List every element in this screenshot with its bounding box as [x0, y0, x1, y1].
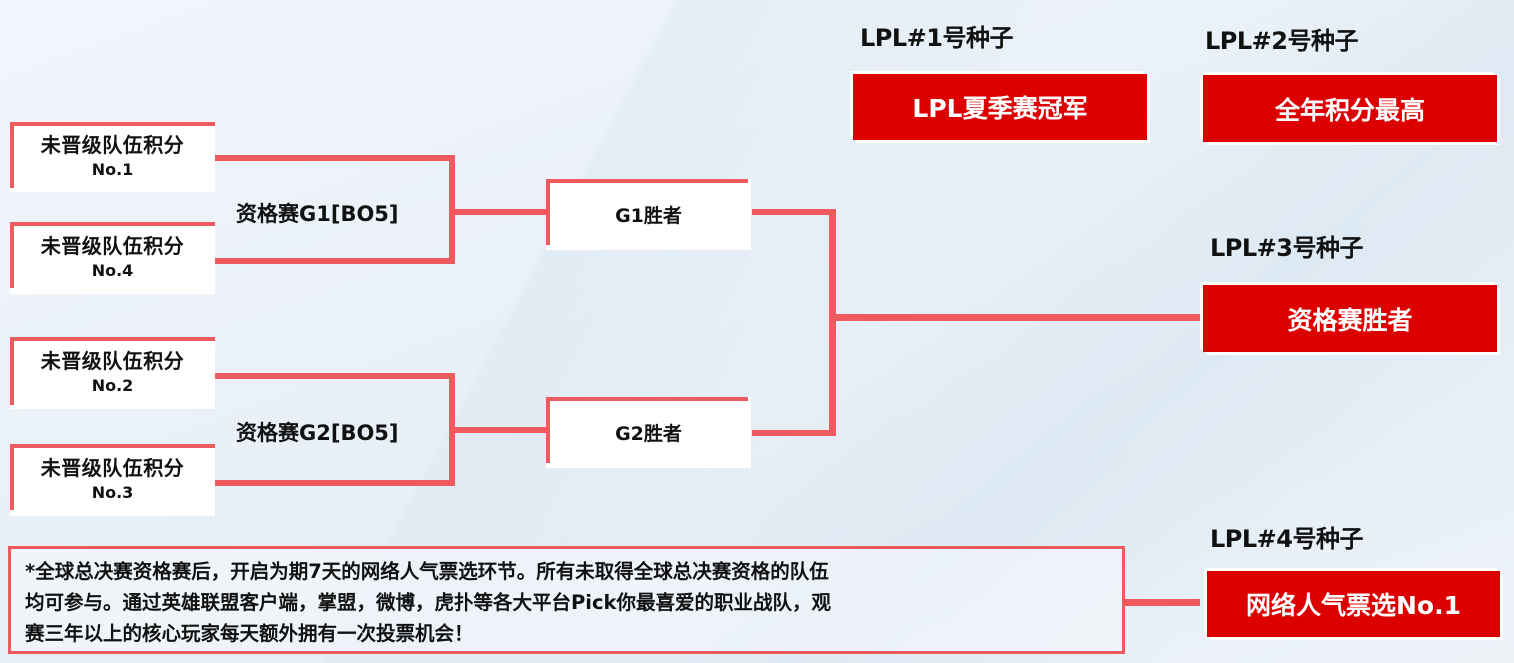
winner-label: G2胜者: [615, 423, 682, 445]
voting-note: *全球总决赛资格赛后，开启为期7天的网络人气票选环节。所有未取得全球总决赛资格的…: [8, 546, 1125, 654]
bracket-line-g2-top: [215, 373, 455, 379]
bracket-line-g2-vertical: [449, 373, 455, 486]
team-rank: No.3: [91, 483, 134, 502]
team-slot-no3: 未晋级队伍积分 No.3: [10, 444, 215, 516]
seed-box-4: 网络人气票选No.1: [1207, 571, 1500, 637]
bracket-line-final-vertical: [829, 209, 836, 436]
match-label-g2: 资格赛G2[BO5]: [236, 421, 399, 445]
bracket-line-g1-vertical: [449, 155, 455, 264]
team-name: 未晋级队伍积分: [40, 456, 185, 480]
seed-title-3: LPL#3号种子: [1210, 234, 1363, 262]
team-name: 未晋级队伍积分: [40, 234, 185, 258]
seed-criterion: 资格赛胜者: [1287, 305, 1413, 335]
bracket-line-g2-bottom: [215, 480, 455, 486]
team-name: 未晋级队伍积分: [40, 349, 185, 373]
seed-title-1: LPL#1号种子: [860, 24, 1013, 52]
box-left-border: [546, 397, 550, 463]
match-label-g1: 资格赛G1[BO5]: [236, 202, 399, 226]
box-left-border: [546, 179, 550, 245]
box-top-border: [546, 179, 748, 183]
box-top-border: [10, 122, 215, 126]
box-top-border: [10, 337, 215, 341]
seed-box-2: 全年积分最高: [1203, 75, 1497, 142]
note-line-2: 均可参与。通过英雄联盟客户端，掌盟，微博，虎扑等各大平台Pick你最喜爱的职业战…: [25, 591, 832, 614]
seed-box-3: 资格赛胜者: [1203, 285, 1497, 352]
winner-label: G1胜者: [615, 205, 682, 227]
winner-slot-g1: G1胜者: [546, 179, 751, 250]
seed-criterion: 网络人气票选No.1: [1246, 591, 1461, 620]
box-left-border: [10, 222, 14, 288]
seed-criterion: LPL夏季赛冠军: [912, 94, 1088, 123]
bracket-line-final-bottom: [752, 430, 836, 436]
box-top-border: [10, 444, 215, 448]
seed-criterion: 全年积分最高: [1274, 95, 1425, 125]
team-slot-no4: 未晋级队伍积分 No.4: [10, 222, 215, 294]
bracket-line-final-top: [752, 209, 836, 215]
team-name: 未晋级队伍积分: [40, 133, 185, 157]
note-line-3: 赛三年以上的核心玩家每天额外拥有一次投票机会！: [25, 622, 474, 645]
bracket-line-g1-top: [215, 155, 455, 161]
note-line-1: *全球总决赛资格赛后，开启为期7天的网络人气票选环节。所有未取得全球总决赛资格的…: [25, 560, 829, 583]
team-slot-no2: 未晋级队伍积分 No.2: [10, 337, 215, 409]
team-rank: No.1: [91, 160, 134, 179]
box-top-border: [10, 222, 215, 226]
team-rank: No.4: [91, 261, 134, 280]
team-rank: No.2: [91, 376, 134, 395]
box-left-border: [10, 122, 14, 188]
box-top-border: [546, 397, 748, 401]
bracket-line-g2-connector: [455, 427, 548, 433]
seed-box-1: LPL夏季赛冠军: [853, 74, 1147, 140]
team-slot-no1: 未晋级队伍积分 No.1: [10, 122, 215, 192]
bracket-line-g1-bottom: [215, 258, 455, 264]
winner-slot-g2: G2胜者: [546, 397, 751, 468]
bracket-line-g1-connector: [455, 209, 548, 215]
note-connector-line: [1125, 599, 1200, 606]
box-left-border: [10, 444, 14, 510]
seed-title-2: LPL#2号种子: [1205, 27, 1358, 55]
bracket-line-final-connector: [836, 314, 1200, 321]
seed-title-4: LPL#4号种子: [1210, 525, 1363, 553]
box-left-border: [10, 337, 14, 405]
